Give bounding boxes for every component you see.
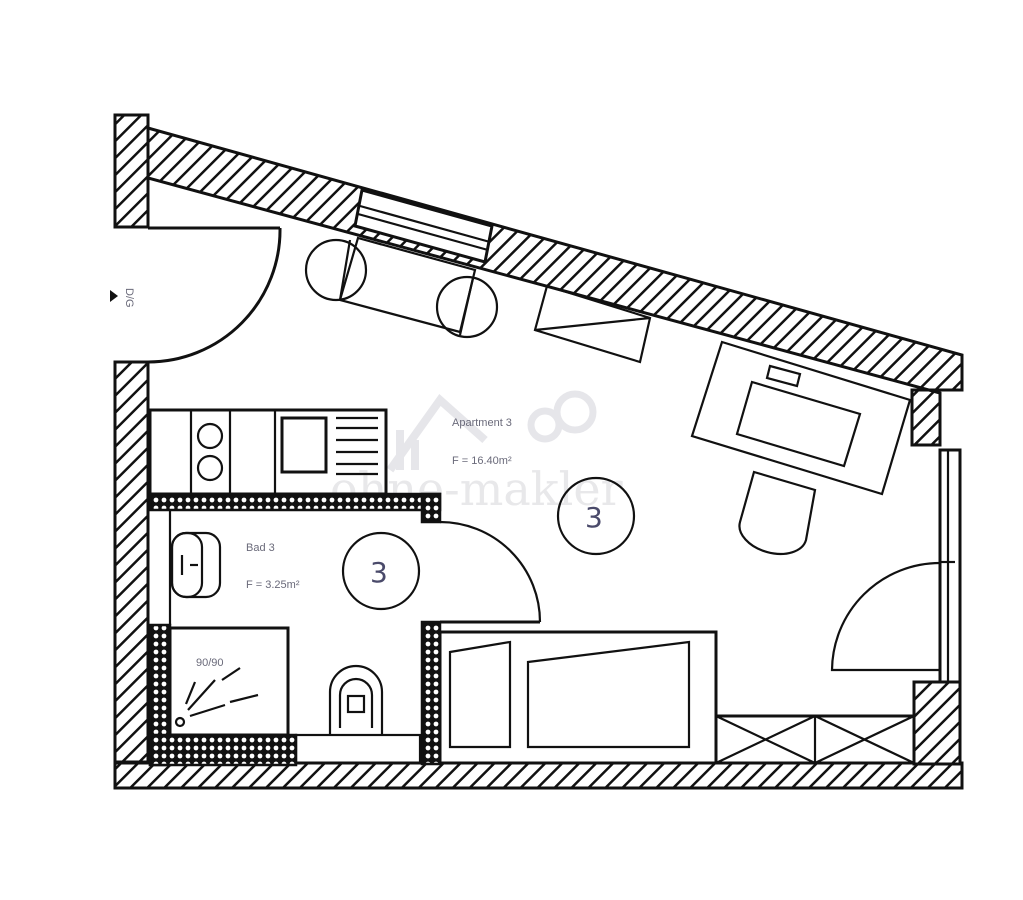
bed xyxy=(438,630,718,765)
bath-wall-corner xyxy=(420,492,442,524)
dining-table xyxy=(304,236,499,339)
bath-wall-right xyxy=(420,620,442,766)
room-number: 3 xyxy=(370,556,388,589)
shower: 90/90 xyxy=(168,626,290,737)
shower-label: 90/90 xyxy=(196,657,224,669)
room-bath: Bad 3 F = 3.25m² 3 xyxy=(246,531,421,611)
toilet xyxy=(294,664,422,765)
wall-left-upper xyxy=(113,113,150,229)
room-name: Apartment 3 xyxy=(452,417,512,429)
entry-arrow-icon xyxy=(110,290,118,302)
bath-wall-top xyxy=(148,492,442,512)
room-name: Bad 3 xyxy=(246,542,275,554)
bath-door xyxy=(439,520,542,624)
bath-sink xyxy=(170,531,222,599)
sideboard xyxy=(533,284,652,364)
room-number: 3 xyxy=(585,501,603,534)
wall-right-lower xyxy=(912,680,962,766)
entry-door: D/G xyxy=(110,226,282,364)
wall-top-slanted xyxy=(146,126,964,447)
window-top xyxy=(353,188,494,264)
room-area: F = 16.40m² xyxy=(452,455,512,467)
window-right xyxy=(938,448,962,684)
desk xyxy=(690,340,912,555)
door-right xyxy=(830,561,941,672)
wardrobe xyxy=(714,714,916,765)
wall-bottom xyxy=(113,761,964,790)
entry-label: D/G xyxy=(123,288,135,308)
wall-left-lower xyxy=(113,360,150,764)
room-area: F = 3.25m² xyxy=(246,579,300,591)
room-apartment: Apartment 3 F = 16.40m² 3 xyxy=(452,417,636,556)
bath-wall-bottom xyxy=(148,733,298,767)
